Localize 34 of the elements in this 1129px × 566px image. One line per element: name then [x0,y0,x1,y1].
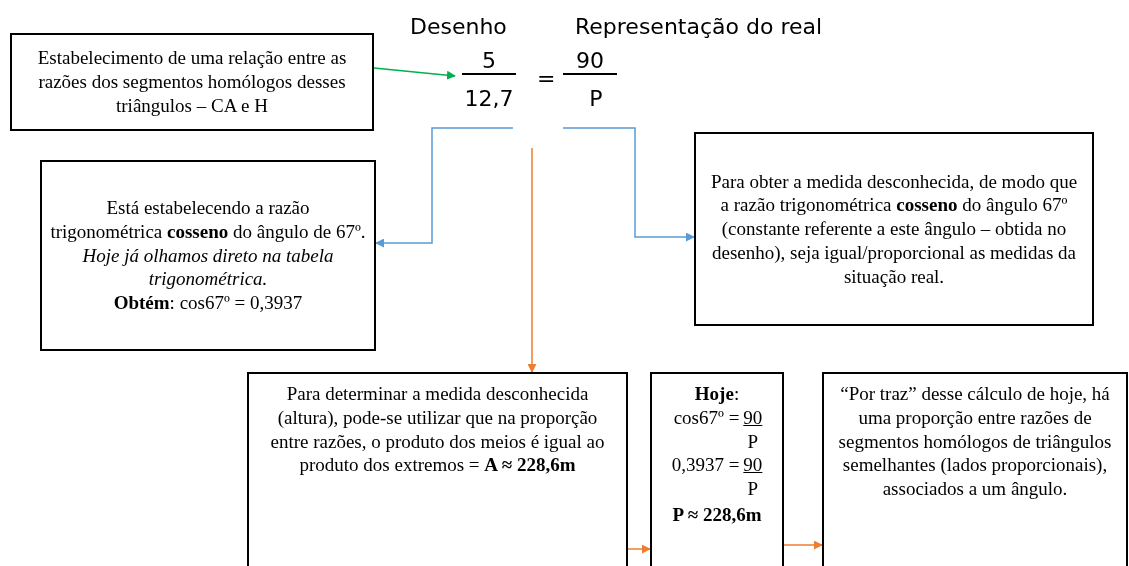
denominator: P [746,477,760,501]
arrow [375,127,514,248]
box-text: Está estabelecendo a razão trigonométrica cosseno do ângulo de 67º. [50,196,366,244]
arrow [562,127,695,242]
equation-text: P ≈ 228,6m [671,502,763,527]
denominator: P [588,86,604,111]
equation-text: cos67º = [672,405,740,430]
arrow [783,540,823,550]
arrow [373,67,456,80]
text-box [822,372,1128,566]
equals-sign: = [537,66,556,91]
numerator: 5 [462,48,516,75]
numerator: 90 [743,453,763,477]
box-text: Para determinar a medida desconhecida (altura), pode-se utilizar que na proporção entre razões, o produto dos meios é igual ao produto dos extremos = A ≈ 228,6m [269,382,606,477]
text-box [40,160,376,351]
text-box [694,132,1094,326]
arrow [627,544,651,554]
box-text: Para obter a medida desconhecida, de modo que a razão trigonométrica cosseno do ângulo 67º (constante referente a este ângulo – obtida no desenho), seja igual/proporcional as medidas da situação real. [710,169,1078,289]
box-text: “Por traz” desse cálculo de hoje, há uma proporção entre razões de segmentos homólogos de triângulos semelhantes (lados proporcionais), associados a um ângulo. [837,382,1113,501]
arrow [527,147,537,373]
column-heading: Representação do real [575,14,823,39]
text-box [247,372,628,566]
text-box [650,372,784,566]
column-heading: Desenho [410,14,507,39]
text-box [10,33,374,131]
box-text: Hoje já olhamos direto na tabela trigonométrica. [81,243,335,292]
equation-text: Hoje: [693,382,741,406]
denominator: P [746,429,760,454]
box-text: Obtém: cos67º = 0,3937 [113,291,303,315]
equation-text: 0,3937 = [671,453,740,477]
numerator: 90 [743,405,763,430]
box-text: Estabelecimento de uma relação entre as razões dos segmentos homólogos desses triângulos – CA e H [36,46,348,118]
numerator: 90 [563,48,617,75]
denominator: 12,7 [463,86,515,111]
